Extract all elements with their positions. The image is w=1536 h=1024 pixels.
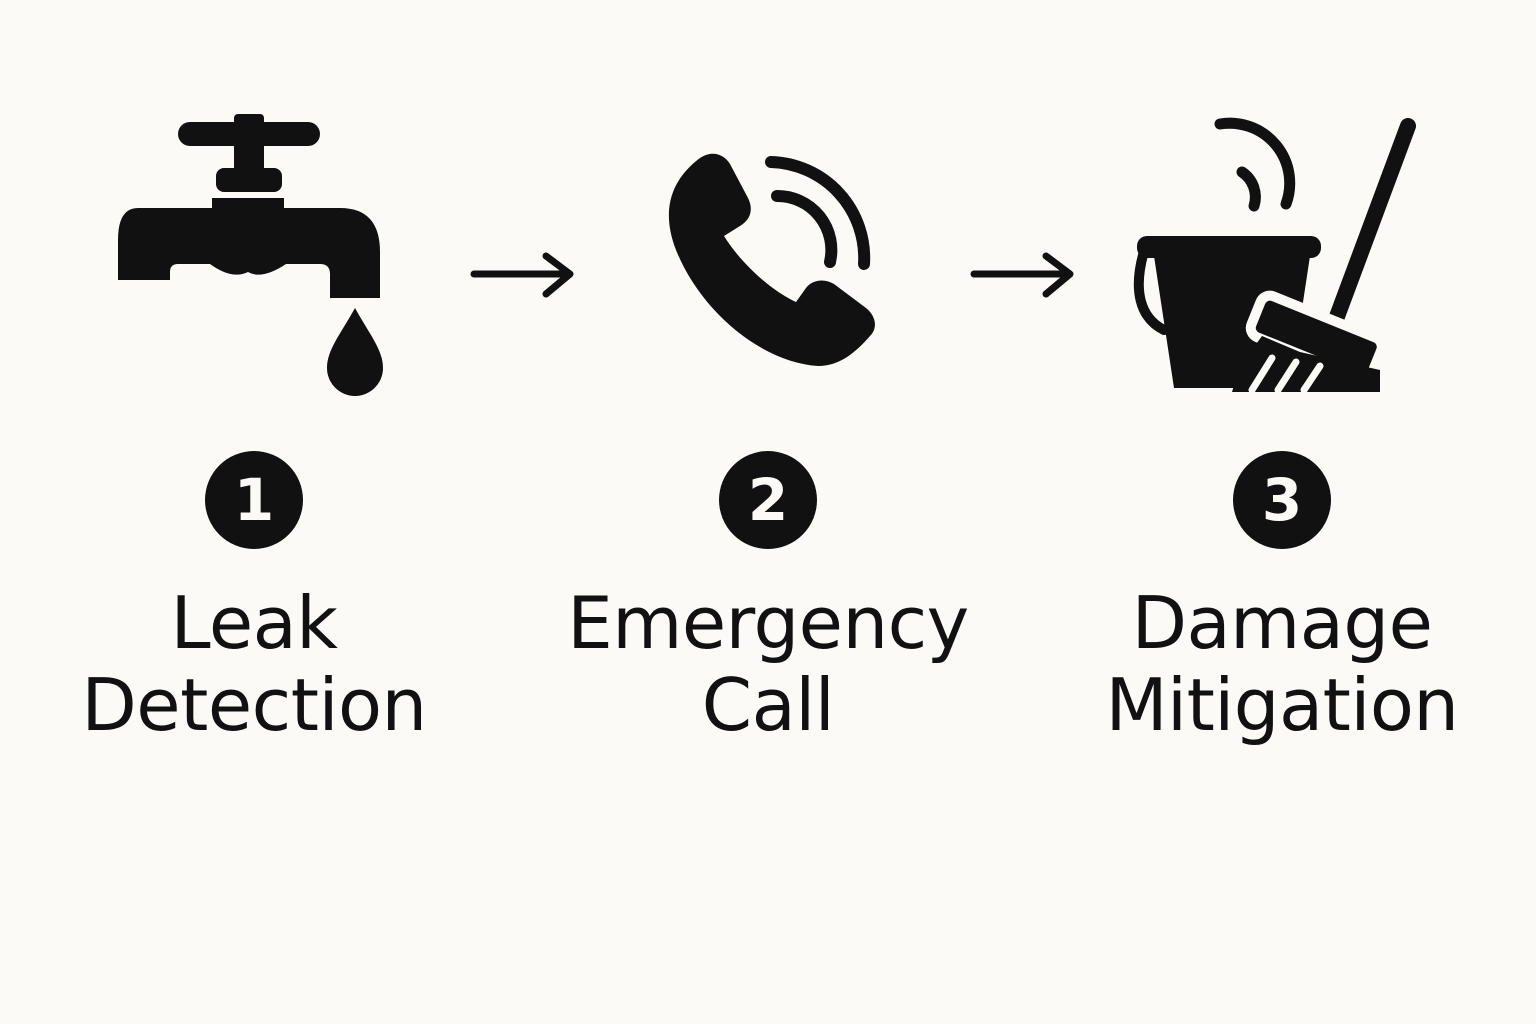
step-label: Leak Detection	[14, 582, 494, 746]
step-label: Damage Mitigation	[1042, 582, 1522, 746]
step-label-line: Damage	[1131, 581, 1433, 665]
step-label-line: Mitigation	[1105, 663, 1459, 747]
step-number-badge: 1	[205, 451, 303, 549]
phone-ringing-icon	[668, 153, 875, 366]
bucket-broom-icon	[1133, 117, 1416, 394]
step-label-line: Leak	[170, 581, 338, 665]
step-label-line: Emergency	[567, 581, 969, 665]
step-number-badge: 2	[719, 451, 817, 549]
step-label-line: Detection	[81, 663, 427, 747]
step-label-line: Call	[701, 663, 835, 747]
faucet-drip-icon	[118, 114, 383, 396]
arrow-right-icon	[470, 252, 574, 298]
step-label: Emergency Call	[528, 582, 1008, 746]
step-number-badge: 3	[1233, 451, 1331, 549]
arrow-right-icon	[970, 252, 1074, 298]
